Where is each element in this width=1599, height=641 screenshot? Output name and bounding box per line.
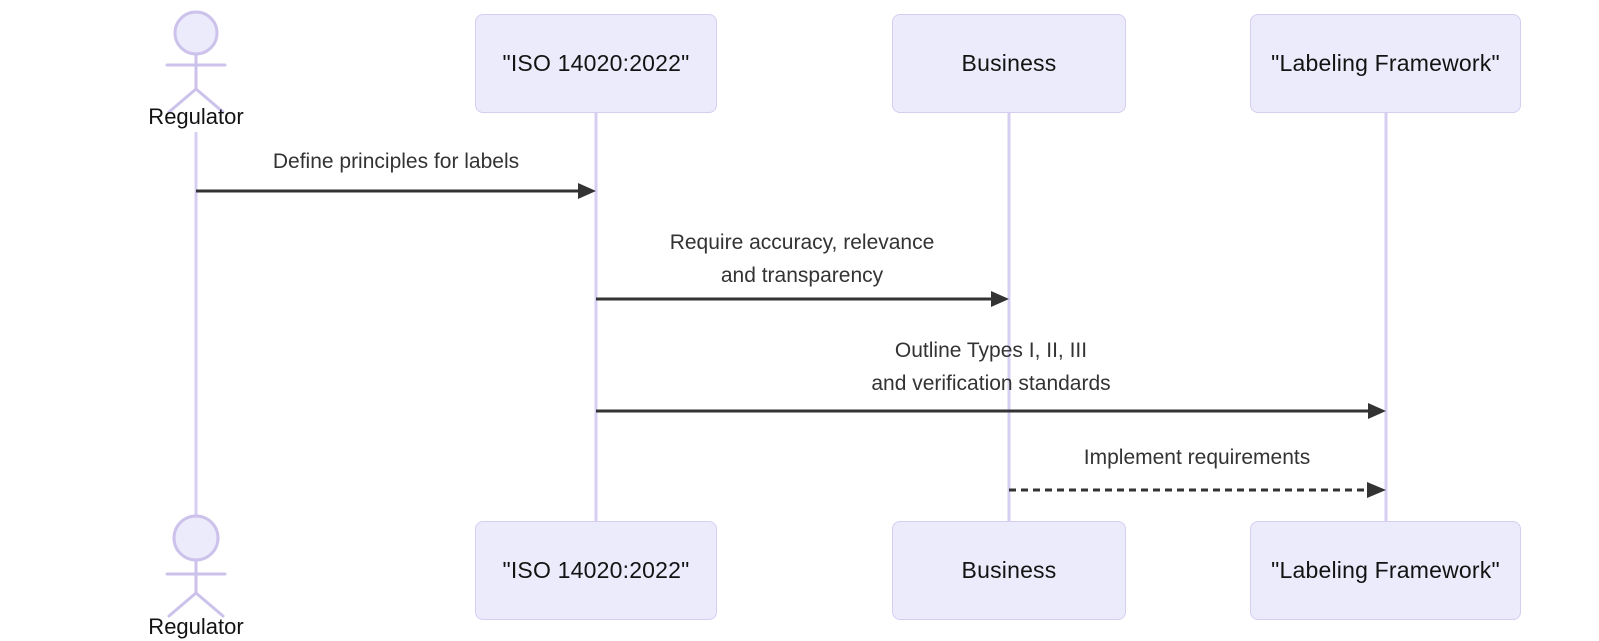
message-text-line: Define principles for labels [272,150,520,173]
message-arrow-1 [196,183,596,199]
actor-head-icon [173,10,219,56]
actor-label-bottom-regulator: Regulator [148,614,244,639]
participant-top-business: Business [892,14,1126,113]
participant-label: "Labeling Framework" [1271,557,1500,583]
message-label-1: Define principles for labels [273,148,519,176]
message-label-3: Outline Types I, II, III and verificatio… [871,334,1110,400]
participant-top-iso: "ISO 14020:2022" [475,14,717,113]
message-arrow-4 [1009,482,1386,498]
participant-label: Business [961,557,1057,583]
participant-label: "ISO 14020:2022" [502,50,690,76]
message-text-line: Implement requirements [1083,446,1311,469]
actor-leg-right [194,591,225,618]
participant-bottom-iso: "ISO 14020:2022" [475,521,717,620]
message-label-4: Implement requirements [1084,444,1310,472]
message-arrow-3 [596,403,1386,419]
actor-head-icon [172,514,220,562]
actor-stick-figure-icon-bottom [165,514,227,618]
arrowhead-icon [1367,482,1386,498]
message-text-line: Require accuracy, relevance [669,231,935,254]
message-text-line: Outline Types I, II, III [894,339,1088,362]
message-arrow-2 [596,291,1009,307]
arrowhead-icon [578,183,596,199]
arrowhead-icon [1368,403,1386,419]
participant-label: "ISO 14020:2022" [502,557,690,583]
message-label-2: Require accuracy, relevance and transpar… [670,226,935,292]
actor-stick-figure-icon-top [165,10,227,114]
arrowhead-icon [991,291,1009,307]
actor-leg-right [194,87,225,114]
participant-label: "Labeling Framework" [1271,50,1500,76]
message-text-line: and verification standards [871,372,1111,395]
actor-leg-left [167,87,198,114]
participant-bottom-labeling: "Labeling Framework" [1250,521,1521,620]
participant-label: Business [961,50,1057,76]
participant-top-labeling: "Labeling Framework" [1250,14,1521,113]
participant-bottom-business: Business [892,521,1126,620]
actor-label-top-regulator: Regulator [148,104,244,129]
message-text-line: and transparency [720,264,884,287]
lifelines-layer [194,113,1388,521]
actor-leg-left [167,591,198,618]
